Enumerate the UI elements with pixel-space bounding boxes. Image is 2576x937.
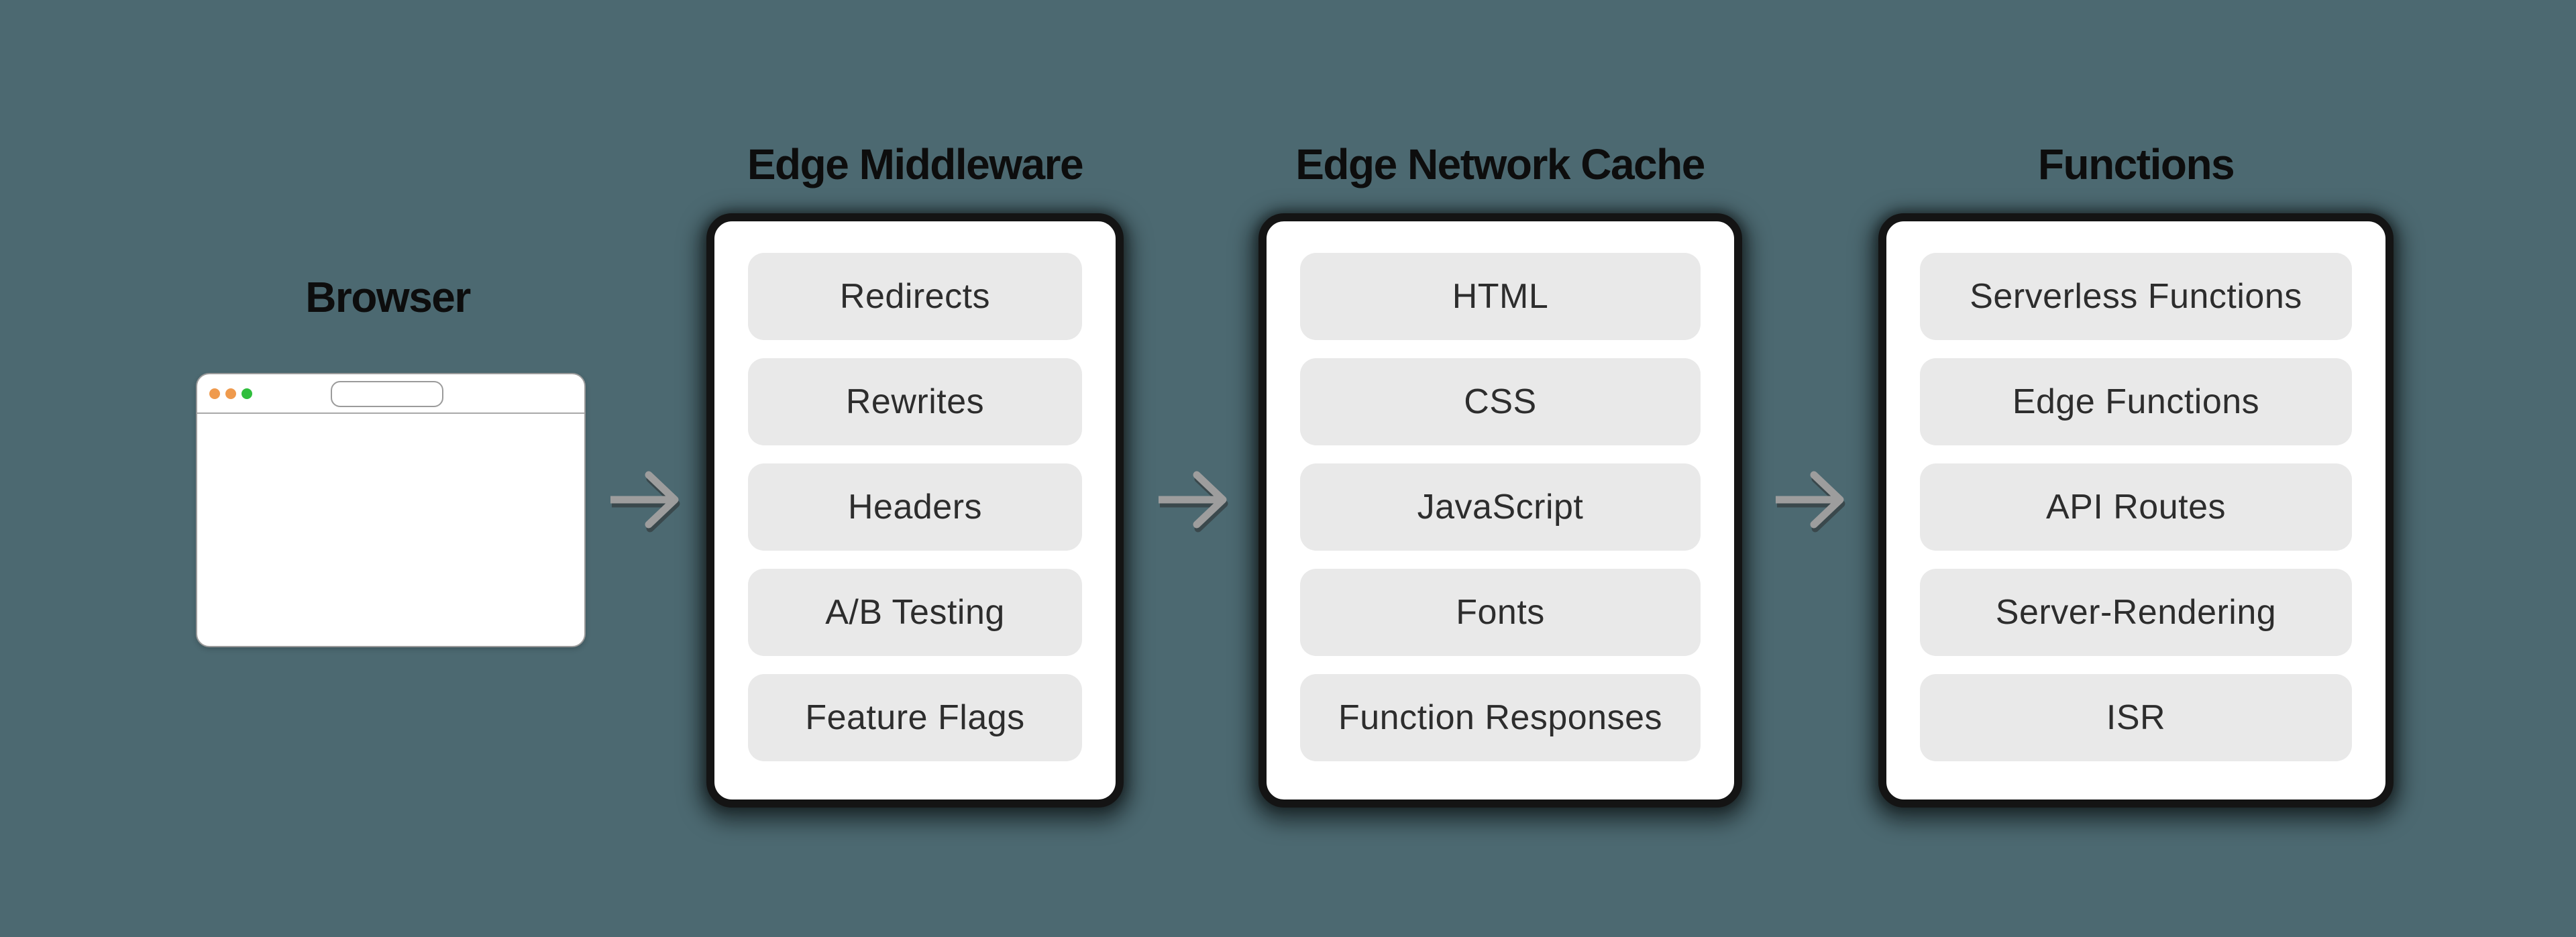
functions-panel: Serverless Functions Edge Functions API … xyxy=(1878,213,2394,808)
edge-middleware-section-title: Edge Middleware xyxy=(747,140,1084,188)
browser-section-title: Browser xyxy=(305,273,471,321)
browser-toolbar xyxy=(197,374,584,414)
functions-item-serverless-functions: Serverless Functions xyxy=(1920,253,2352,340)
middleware-item-redirects: Redirects xyxy=(748,253,1082,340)
window-controls xyxy=(209,388,252,399)
middleware-item-rewrites: Rewrites xyxy=(748,358,1082,445)
flow-arrow-icon xyxy=(1773,469,1848,531)
edge-network-cache-section-title: Edge Network Cache xyxy=(1295,140,1705,188)
middleware-item-headers: Headers xyxy=(748,463,1082,551)
functions-item-isr: ISR xyxy=(1920,674,2352,761)
cache-item-html: HTML xyxy=(1300,253,1701,340)
functions-item-edge-functions: Edge Functions xyxy=(1920,358,2352,445)
browser-viewport xyxy=(197,414,584,645)
edge-middleware-panel: Redirects Rewrites Headers A/B Testing F… xyxy=(706,213,1124,808)
edge-network-cache-panel: HTML CSS JavaScript Fonts Function Respo… xyxy=(1258,213,1742,808)
window-control-dot-icon xyxy=(225,388,236,399)
cache-item-css: CSS xyxy=(1300,358,1701,445)
functions-item-api-routes: API Routes xyxy=(1920,463,2352,551)
middleware-item-feature-flags: Feature Flags xyxy=(748,674,1082,761)
functions-item-server-rendering: Server-Rendering xyxy=(1920,569,2352,656)
flow-arrow-icon xyxy=(1156,469,1231,531)
cache-item-fonts: Fonts xyxy=(1300,569,1701,656)
browser-window xyxy=(196,373,586,647)
flow-arrow-icon xyxy=(608,469,683,531)
cache-item-function-responses: Function Responses xyxy=(1300,674,1701,761)
url-bar xyxy=(331,381,443,407)
window-control-dot-icon xyxy=(209,388,220,399)
window-control-dot-icon xyxy=(241,388,252,399)
functions-section-title: Functions xyxy=(2037,140,2235,188)
middleware-item-ab-testing: A/B Testing xyxy=(748,569,1082,656)
cache-item-javascript: JavaScript xyxy=(1300,463,1701,551)
